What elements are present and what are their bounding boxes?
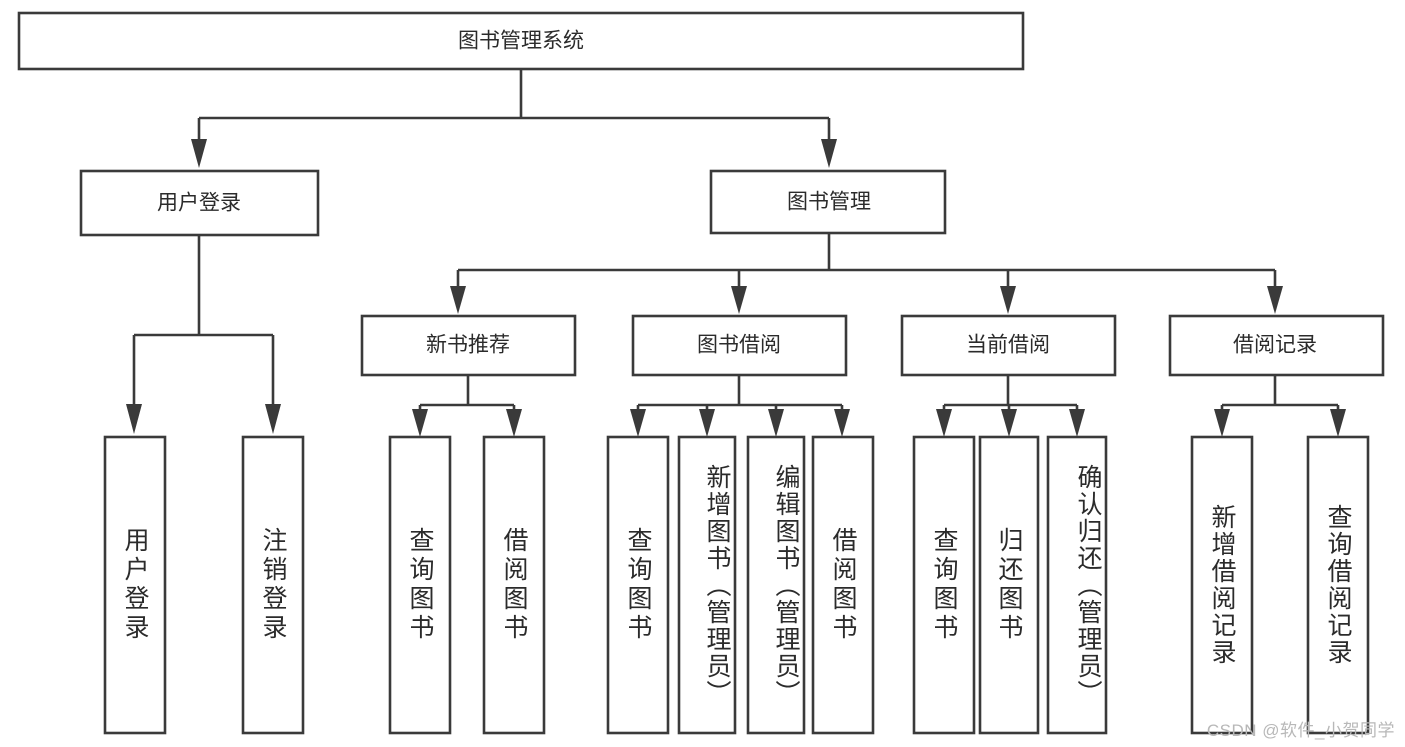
arrowhead-leaf-add-borrow-record — [1214, 409, 1230, 437]
node-user-login-box[interactable] — [79, 169, 320, 237]
node-root[interactable]: 图书管理系统 — [17, 11, 1025, 71]
leaf-box-layer — [103, 435, 1370, 735]
node-new-book-recommend[interactable]: 新书推荐 — [360, 314, 577, 377]
node-new-book-recommend-box[interactable] — [360, 314, 577, 377]
leaf-borrow-book-2-box[interactable] — [811, 435, 875, 735]
arrowhead-leaf-add-book — [699, 409, 715, 437]
arrowhead-user-login — [191, 139, 207, 168]
node-book-manage[interactable]: 图书管理 — [709, 169, 947, 235]
arrowhead-leaf-borrow-book-2 — [834, 409, 850, 437]
arrowhead-book-borrow — [731, 286, 747, 314]
node-book-borrow-label: 图书借阅 — [697, 334, 781, 357]
node-root-label: 图书管理系统 — [458, 30, 584, 53]
node-current-borrow-label: 当前借阅 — [966, 334, 1050, 357]
arrowhead-leaf-return-book — [1001, 409, 1017, 437]
leaf-confirm-return-box[interactable] — [1046, 435, 1108, 735]
node-book-borrow[interactable]: 图书借阅 — [631, 314, 848, 377]
arrowhead-leaf-query-borrow-record — [1330, 409, 1346, 437]
node-current-borrow-box[interactable] — [900, 314, 1117, 377]
arrowhead-leaf-user-login — [126, 404, 142, 434]
node-book-manage-label: 图书管理 — [787, 191, 871, 214]
arrowhead-book-manage — [821, 139, 837, 168]
arrowhead-current-borrow — [1000, 286, 1016, 314]
node-user-login-label: 用户登录 — [157, 192, 241, 215]
arrowhead-leaf-confirm-return — [1069, 409, 1085, 437]
leaf-edit-book-box[interactable] — [746, 435, 806, 735]
node-current-borrow[interactable]: 当前借阅 — [900, 314, 1117, 377]
node-borrow-record-box[interactable] — [1168, 314, 1385, 377]
node-book-manage-box[interactable] — [709, 169, 947, 235]
node-user-login[interactable]: 用户登录 — [79, 169, 320, 237]
node-borrow-record-label: 借阅记录 — [1233, 334, 1317, 357]
leaf-logout-login-box[interactable] — [241, 435, 305, 735]
arrowhead-leaf-query-book-2 — [630, 409, 646, 437]
leaf-return-book-box[interactable] — [978, 435, 1040, 735]
arrowhead-borrow-record — [1267, 286, 1283, 314]
arrowhead-new-book-recommend — [450, 286, 466, 314]
leaf-borrow-book-1-box[interactable] — [482, 435, 546, 735]
leaf-query-book-2-box[interactable] — [606, 435, 670, 735]
node-new-book-recommend-label: 新书推荐 — [426, 334, 510, 357]
leaf-query-book-1-box[interactable] — [388, 435, 452, 735]
leaf-query-borrow-record-box[interactable] — [1306, 435, 1370, 735]
leaf-add-borrow-record-box[interactable] — [1190, 435, 1254, 735]
leaf-user-login-box[interactable] — [103, 435, 167, 735]
connector-layer — [126, 69, 1346, 437]
arrowhead-leaf-query-book-1 — [412, 409, 428, 437]
node-book-borrow-box[interactable] — [631, 314, 848, 377]
node-borrow-record[interactable]: 借阅记录 — [1168, 314, 1385, 377]
csdn-watermark: CSDN @软件_小贺同学 — [1206, 721, 1395, 740]
node-root-box[interactable] — [17, 11, 1025, 71]
arrowhead-leaf-query-book-3 — [936, 409, 952, 437]
arrowhead-leaf-logout-login — [265, 404, 281, 434]
leaf-add-book-box[interactable] — [677, 435, 737, 735]
arrowhead-leaf-edit-book — [768, 409, 784, 437]
leaf-query-book-3-box[interactable] — [912, 435, 976, 735]
arrowhead-leaf-borrow-book-1 — [506, 409, 522, 437]
